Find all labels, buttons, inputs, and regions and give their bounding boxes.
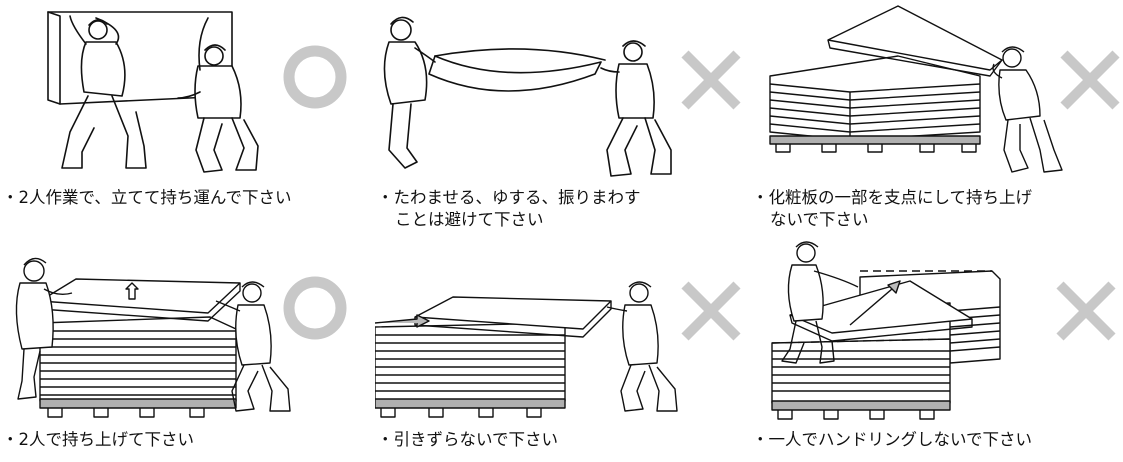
panel-no-single-person: ・一人でハンドリングしないで下さい [750,231,1123,462]
incorrect-mark-cross-icon [681,50,741,110]
panel-no-pivot-lifting: ・化粧板の一部を支点にして持ち上げ ないで下さい [750,0,1123,231]
caption-line-1: ・2人作業で、立てて持ち運んで下さい [2,188,292,207]
caption-line-1: ・たわませる、ゆする、振りまわす [377,188,641,207]
illustration-two-person-upright-carry [47,11,259,173]
illustration-two-person-lift [15,257,291,418]
illustration-pivot-lift [769,5,1063,173]
caption-line-2: ないで下さい [770,210,869,229]
caption-line-1: ・化粧板の一部を支点にして持ち上げ [752,188,1033,207]
panel-two-person-lift: ・2人で持ち上げて下さい [0,231,374,462]
incorrect-mark-cross-icon [1060,50,1120,110]
correct-mark-circle-icon [283,45,347,109]
panel-no-dragging: ・引きずらないで下さい [375,231,749,462]
correct-mark-circle-icon [283,276,347,340]
caption-line-2: ことは避けて下さい [395,210,544,229]
illustration-single-person-handling [771,241,1001,420]
illustration-dragging-board [375,281,678,418]
incorrect-mark-cross-icon [1056,281,1116,341]
caption-line-1: ・引きずらないで下さい [377,430,559,449]
caption-line-1: ・一人でハンドリングしないで下さい [752,430,1033,449]
incorrect-mark-cross-icon [681,281,741,341]
caption-line-1: ・2人で持ち上げて下さい [2,430,194,449]
illustration-bending-board [383,16,672,177]
panel-two-person-upright-carry: ・2人作業で、立てて持ち運んで下さい [0,0,374,231]
panel-no-bending-swinging: ・たわませる、ゆする、振りまわす ことは避けて下さい [375,0,749,231]
